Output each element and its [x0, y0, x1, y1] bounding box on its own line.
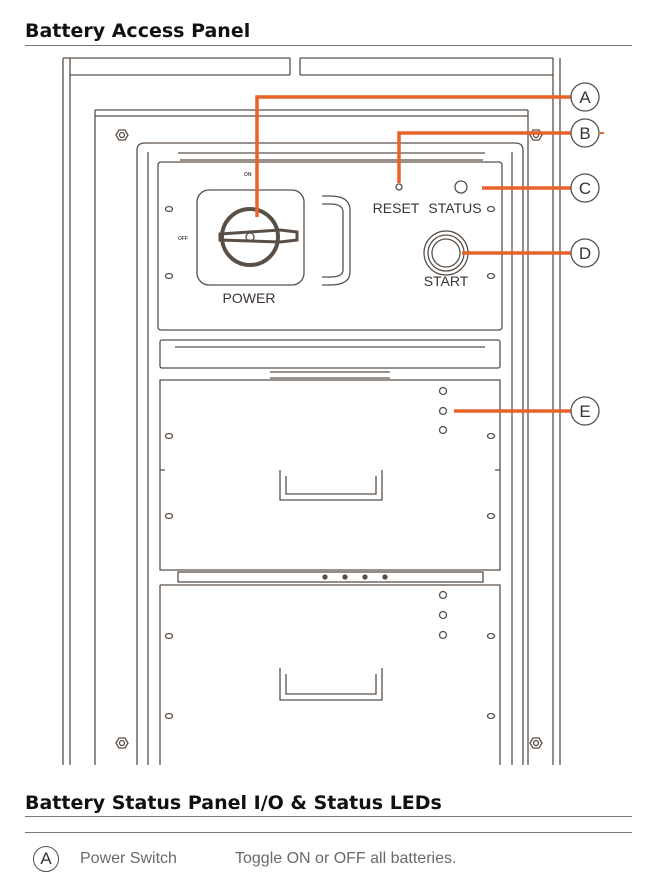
status-label: STATUS [428, 200, 481, 216]
table-divider [25, 832, 632, 833]
callout-lines [255, 95, 604, 413]
drawer-led [438, 406, 448, 416]
switch-on-label: ON [244, 172, 252, 178]
section-title: Battery Status Panel I/O & Status LEDs [25, 792, 442, 814]
section-divider [25, 816, 632, 817]
callout-a: A [579, 88, 591, 107]
control-panel [157, 152, 503, 331]
panel-handle [322, 195, 351, 286]
reset-button [395, 183, 403, 191]
callout-b: B [579, 124, 590, 143]
callout-d: D [579, 244, 591, 263]
title-divider [25, 45, 632, 46]
power-switch-dial [220, 207, 280, 267]
legend-item-name: Power Switch [80, 850, 177, 867]
start-label: START [424, 273, 469, 289]
power-label: POWER [223, 290, 276, 306]
power-switch-housing [196, 189, 305, 286]
status-led [454, 180, 468, 194]
legend-letter-badge: A [33, 846, 59, 872]
callout-c: C [579, 179, 591, 198]
legend-item-description: Toggle ON or OFF all batteries. [235, 850, 457, 867]
battery-drawer-2 [159, 584, 501, 765]
page-title: Battery Access Panel [25, 20, 251, 42]
callout-e: E [579, 402, 590, 421]
reset-label: RESET [373, 200, 420, 216]
battery-drawer-1 [159, 379, 501, 571]
legend-row-a: A Power Switch Toggle ON or OFF all batt… [33, 846, 456, 872]
switch-off-label: OFF [178, 236, 188, 242]
hex-bolts [115, 129, 543, 749]
start-button [423, 230, 469, 276]
